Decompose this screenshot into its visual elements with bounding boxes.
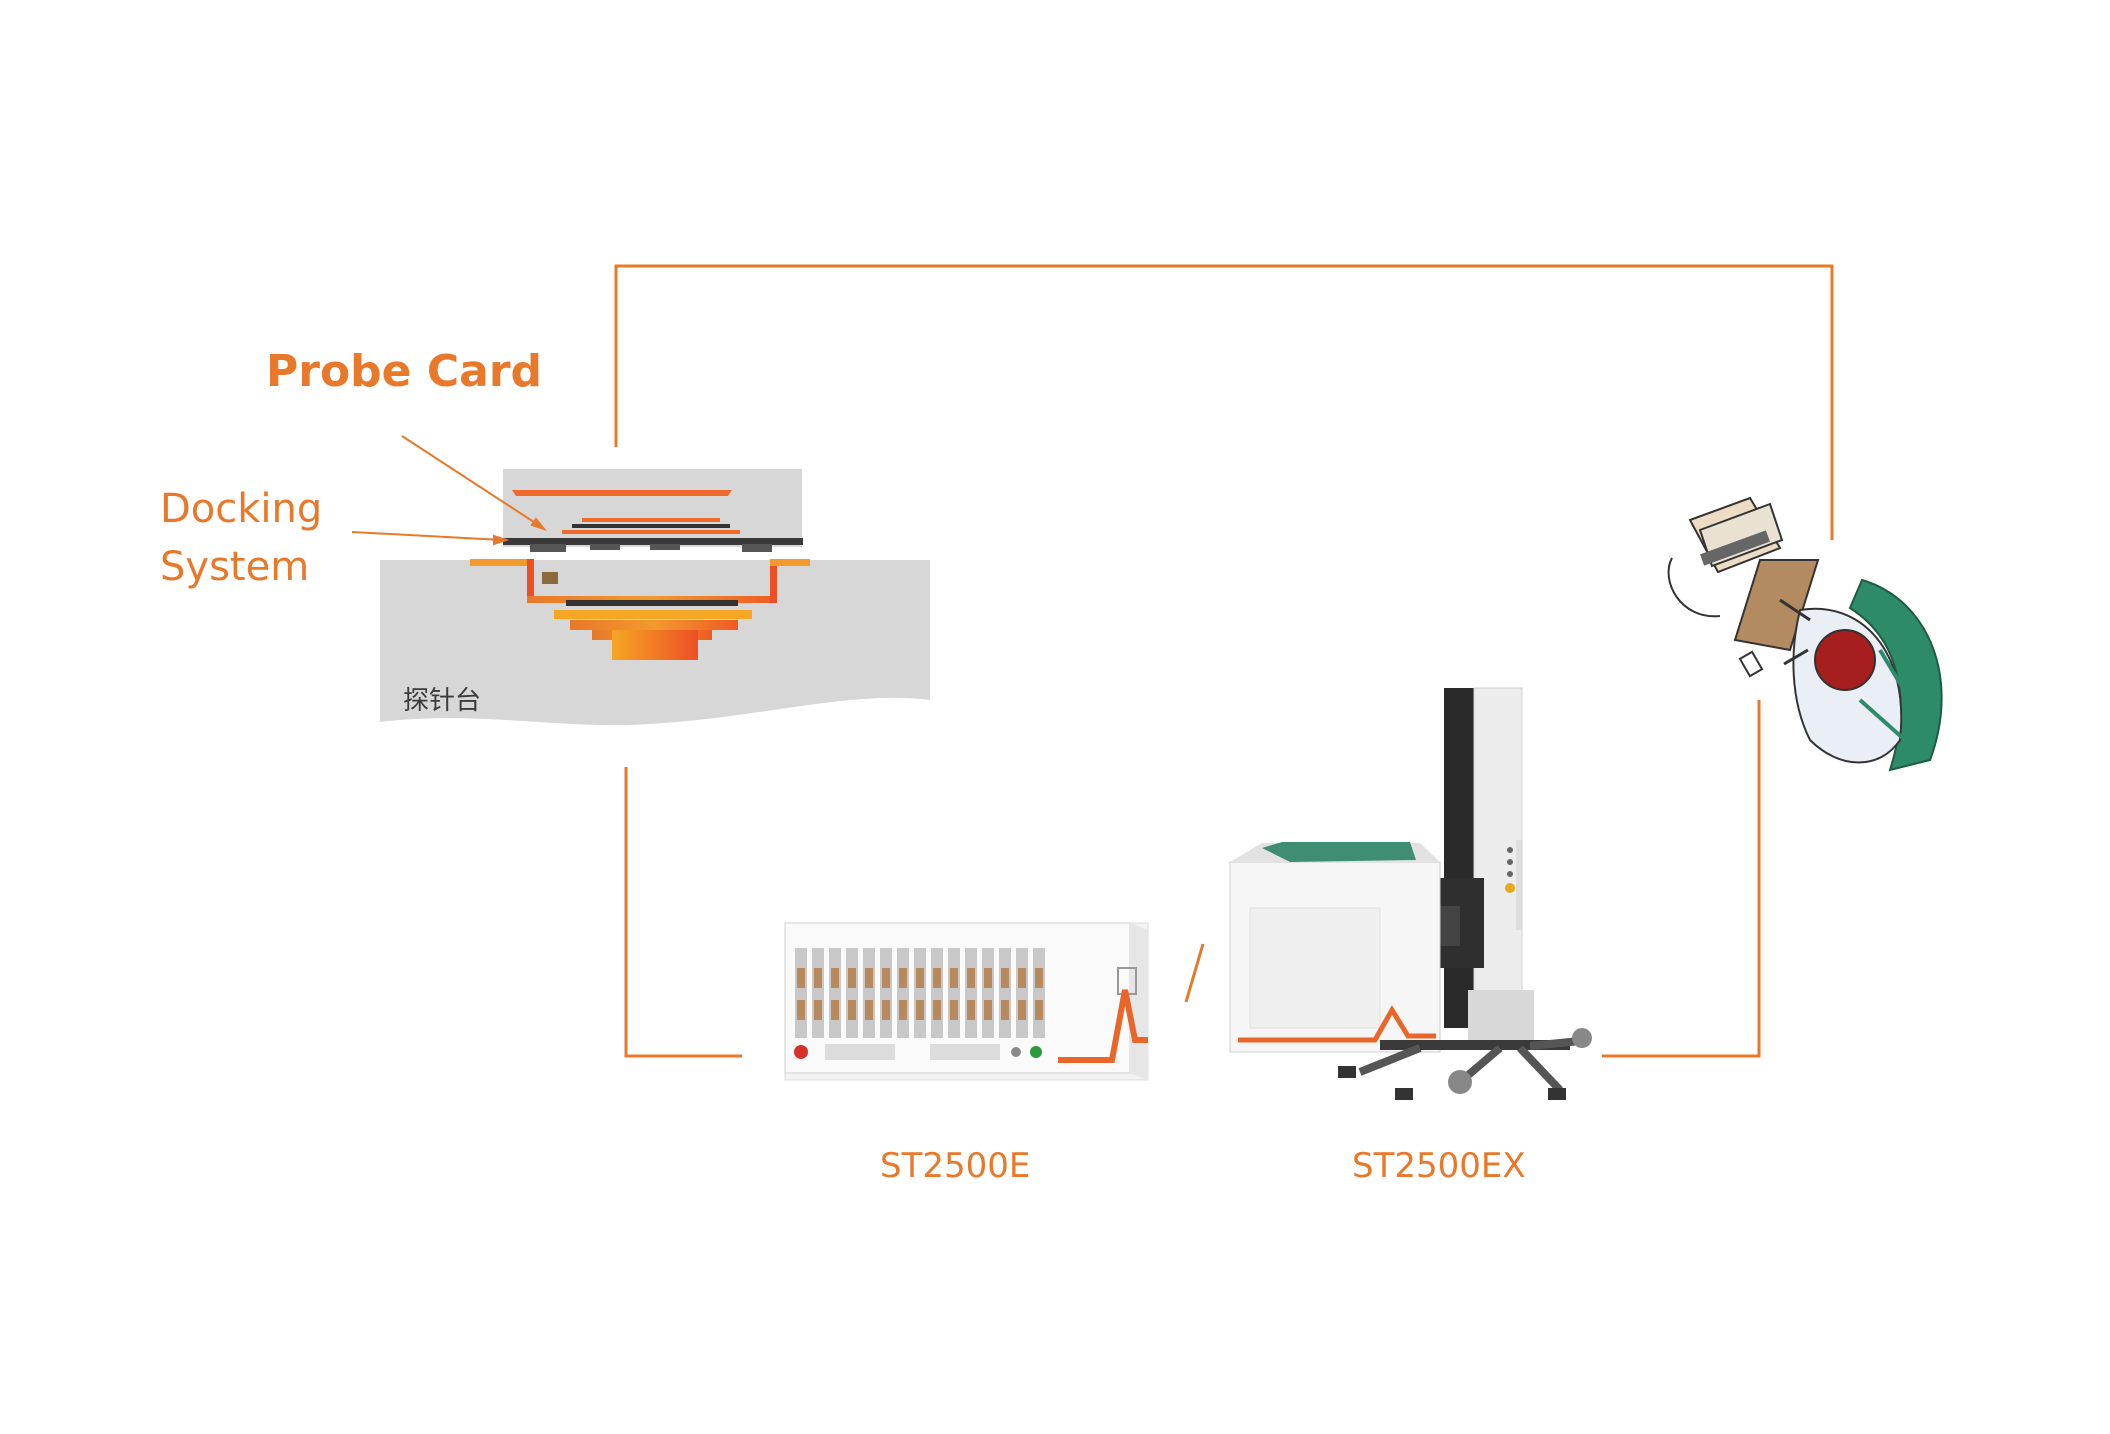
st2500e-label: ST2500E [880, 1146, 1031, 1186]
keyboard [1733, 559, 1820, 652]
prober-label: 探针台 [403, 686, 482, 716]
column-base [1468, 990, 1534, 1040]
label-pointers [351, 435, 547, 546]
operator-workstation-icon [1667, 496, 1943, 772]
test-head-manipulator-icon [1229, 687, 1592, 1100]
wafer-chuck [612, 630, 698, 660]
rack-tester-icon [784, 922, 1149, 1081]
docking-label-line1: Docking [160, 486, 323, 532]
vent-left [825, 1044, 895, 1060]
test-head-block [503, 469, 802, 547]
probe-interface-board [1262, 842, 1416, 862]
operator-head [1814, 629, 1876, 691]
tester-accent-stripe [1058, 989, 1148, 1063]
tester-slots [795, 948, 1045, 1038]
vent-right [930, 1044, 1000, 1060]
docking-plate [503, 538, 803, 545]
probe-card-label: Probe Card [266, 346, 543, 397]
manipulator-column [1444, 688, 1474, 1028]
docking-system-arrow [351, 531, 503, 541]
probe-card-top [512, 490, 732, 496]
chair [1848, 578, 1943, 772]
docking-system-label: Docking System [160, 480, 322, 596]
connection-lines [614, 264, 1834, 1058]
wafer-chuck-top [566, 600, 738, 606]
probe-card-stack-2 [572, 524, 730, 528]
probe-card-stack-3 [562, 530, 740, 534]
top-connection-line [614, 264, 1834, 540]
power-button [794, 1045, 808, 1059]
st2500ex-label: ST2500EX [1352, 1146, 1526, 1186]
bottom-right-connection-line [1602, 700, 1761, 1058]
slash-separator [1184, 943, 1205, 1003]
docking-label-line2: System [160, 544, 310, 590]
probe-card-stack-1 [582, 518, 720, 522]
probe-card-arrow [401, 435, 541, 527]
bottom-left-connection-line [624, 767, 742, 1058]
prober-cross-section [380, 469, 930, 726]
